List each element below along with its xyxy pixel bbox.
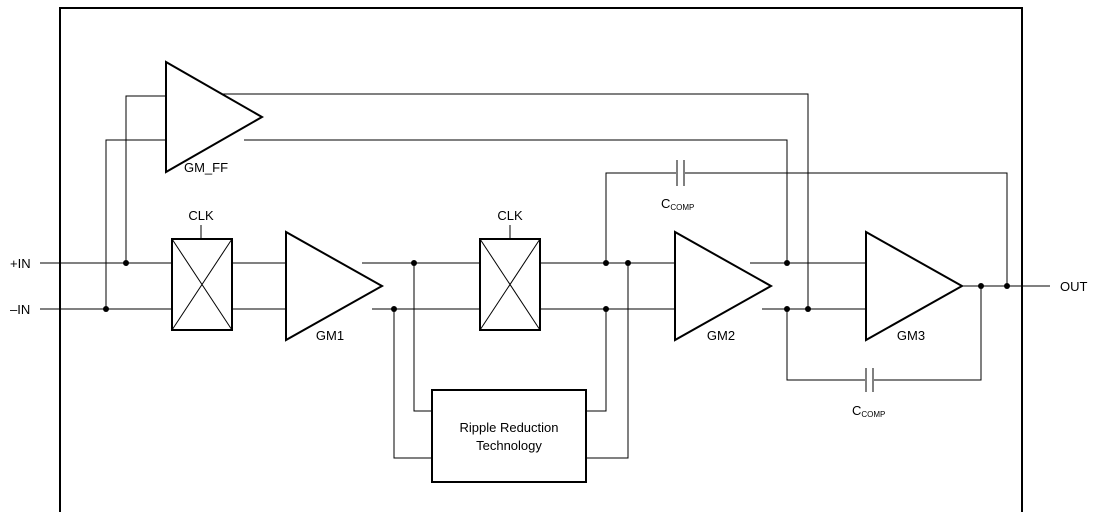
junction-dot (391, 306, 397, 312)
gm3-label: GM3 (897, 328, 925, 343)
ccomp-bot-left-wire (786, 309, 865, 381)
gm-ff-out-bottom (244, 139, 788, 263)
ripple-reduction-block (431, 389, 587, 483)
ccomp-top-right-wire (685, 172, 1008, 286)
ripple-label-line1: Ripple Reduction (459, 420, 558, 435)
ripple-label-line2: Technology (476, 438, 542, 453)
gm-ff-label: GM_FF (184, 160, 228, 175)
junction-dot (625, 260, 631, 266)
gm2-amplifier (674, 230, 774, 342)
junction-dot (603, 306, 609, 312)
pin-out-label: OUT (1060, 279, 1088, 294)
junction-dot (103, 306, 109, 312)
gm-ff-amplifier (165, 60, 265, 174)
rrt-out-top (586, 309, 607, 412)
gm-ff-minus-tap (105, 139, 166, 309)
junction-dot (411, 260, 417, 266)
ccomp-top-left-wire (605, 172, 676, 263)
rrt-out-bottom (586, 263, 629, 459)
gm-ff-plus-tap (125, 95, 166, 263)
device-boundary (59, 7, 1023, 512)
ccomp-bot-right-wire (874, 286, 982, 381)
junction-dot (805, 306, 811, 312)
gm-ff-out-top (210, 93, 809, 309)
gm3-amplifier (865, 230, 965, 342)
chopper-2-cross-b (479, 238, 541, 331)
ccomp-bottom-label: CCOMP (852, 403, 885, 419)
junction-dot (784, 306, 790, 312)
rrt-in-bottom (393, 309, 432, 459)
gm2-label: GM2 (707, 328, 735, 343)
junction-dot (1004, 283, 1010, 289)
chopper-1-cross-b (171, 238, 233, 331)
junction-dot (603, 260, 609, 266)
junction-dot (784, 260, 790, 266)
gm1-amplifier (285, 230, 385, 342)
clk2-label: CLK (497, 208, 523, 223)
pin-plus-in-label: +IN (10, 256, 31, 271)
pin-minus-in-label: –IN (10, 302, 30, 317)
clk1-label: CLK (188, 208, 214, 223)
junction-dot (978, 283, 984, 289)
gm1-label: GM1 (316, 328, 344, 343)
ccomp-top-label: CCOMP (661, 196, 694, 212)
rrt-in-top (413, 263, 432, 412)
junction-dot (123, 260, 129, 266)
